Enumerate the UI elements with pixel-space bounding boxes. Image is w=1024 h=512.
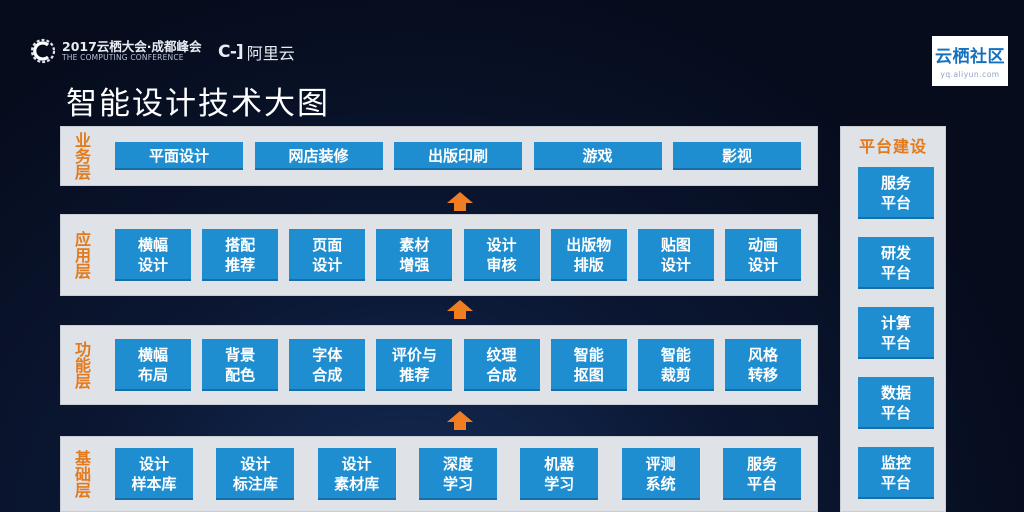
platform-item: 计算平台 bbox=[858, 307, 934, 359]
layer-item: 设计素材库 bbox=[317, 448, 396, 500]
aliyun-name: 阿里云 bbox=[246, 44, 295, 63]
layer-item: 机器学习 bbox=[520, 448, 599, 500]
aliyun-mark-icon: C-] bbox=[218, 42, 244, 62]
layer-label: 功能层 bbox=[72, 341, 91, 389]
layer-item: 深度学习 bbox=[418, 448, 497, 500]
page-title: 智能设计技术大图 bbox=[66, 86, 330, 122]
layer-item: 智能裁剪 bbox=[637, 339, 714, 391]
layer-item: 设计审核 bbox=[463, 229, 540, 281]
layer-item: 贴图设计 bbox=[637, 229, 714, 281]
platform-item: 数据平台 bbox=[858, 377, 934, 429]
layer-item: 搭配推荐 bbox=[202, 229, 279, 281]
layer-label: 业务层 bbox=[72, 132, 91, 180]
layer-item: 背景配色 bbox=[202, 339, 279, 391]
layer-item: 评价与推荐 bbox=[376, 339, 453, 391]
platform-panel: 平台建设 服务平台 研发平台 计算平台 数据平台 监控平台 bbox=[840, 126, 946, 512]
conference-logo: 2017云栖大会·成都峰会 THE COMPUTING CONFERENCE bbox=[30, 34, 202, 68]
layer-item: 纹理合成 bbox=[463, 339, 540, 391]
community-title: 云栖社区 bbox=[935, 47, 1005, 67]
layer-item: 游戏 bbox=[533, 142, 662, 170]
layer-item: 出版印刷 bbox=[394, 142, 522, 170]
layer-item: 横幅设计 bbox=[115, 229, 191, 281]
layer-item: 横幅布局 bbox=[115, 339, 191, 391]
layer-item: 动画设计 bbox=[724, 229, 801, 281]
conference-subtitle: THE COMPUTING CONFERENCE bbox=[62, 52, 184, 62]
layer-item: 影视 bbox=[673, 142, 801, 170]
layer-label: 基础层 bbox=[72, 450, 91, 498]
layer-item: 出版物排版 bbox=[550, 229, 627, 281]
layer-application: 应用层 横幅设计 搭配推荐 页面设计 素材增强 设计审核 出版物排版 贴图设计 … bbox=[60, 214, 818, 296]
layer-foundation: 基础层 设计样本库 设计标注库 设计素材库 深度学习 机器学习 评测系统 服务平… bbox=[60, 436, 818, 512]
layer-item: 平面设计 bbox=[115, 142, 243, 170]
layer-item: 智能抠图 bbox=[550, 339, 627, 391]
layer-item: 网店装修 bbox=[254, 142, 383, 170]
platform-item: 研发平台 bbox=[858, 237, 934, 289]
platform-item: 监控平台 bbox=[858, 447, 934, 499]
conference-title: 2017云栖大会·成都峰会 bbox=[62, 39, 202, 54]
layer-label: 应用层 bbox=[72, 231, 91, 279]
layer-item: 评测系统 bbox=[621, 448, 700, 500]
platform-item: 服务平台 bbox=[858, 167, 934, 219]
layer-item: 素材增强 bbox=[376, 229, 453, 281]
layer-item: 页面设计 bbox=[289, 229, 366, 281]
community-url: yq.aliyun.com bbox=[940, 70, 1000, 79]
aliyun-logo: C-] 阿里云 bbox=[218, 40, 295, 64]
layer-business: 业务层 平面设计 网店装修 出版印刷 游戏 影视 bbox=[60, 126, 818, 186]
layer-item: 设计标注库 bbox=[216, 448, 295, 500]
layer-item: 风格转移 bbox=[724, 339, 801, 391]
layer-item: 设计样本库 bbox=[115, 448, 193, 500]
community-logo: 云栖社区 yq.aliyun.com bbox=[932, 36, 1008, 86]
conference-logo-icon bbox=[30, 38, 56, 64]
platform-title: 平台建设 bbox=[858, 137, 927, 156]
layer-item: 字体合成 bbox=[289, 339, 366, 391]
layer-item: 服务平台 bbox=[722, 448, 801, 500]
layer-function: 功能层 横幅布局 背景配色 字体合成 评价与推荐 纹理合成 智能抠图 智能裁剪 … bbox=[60, 325, 818, 405]
